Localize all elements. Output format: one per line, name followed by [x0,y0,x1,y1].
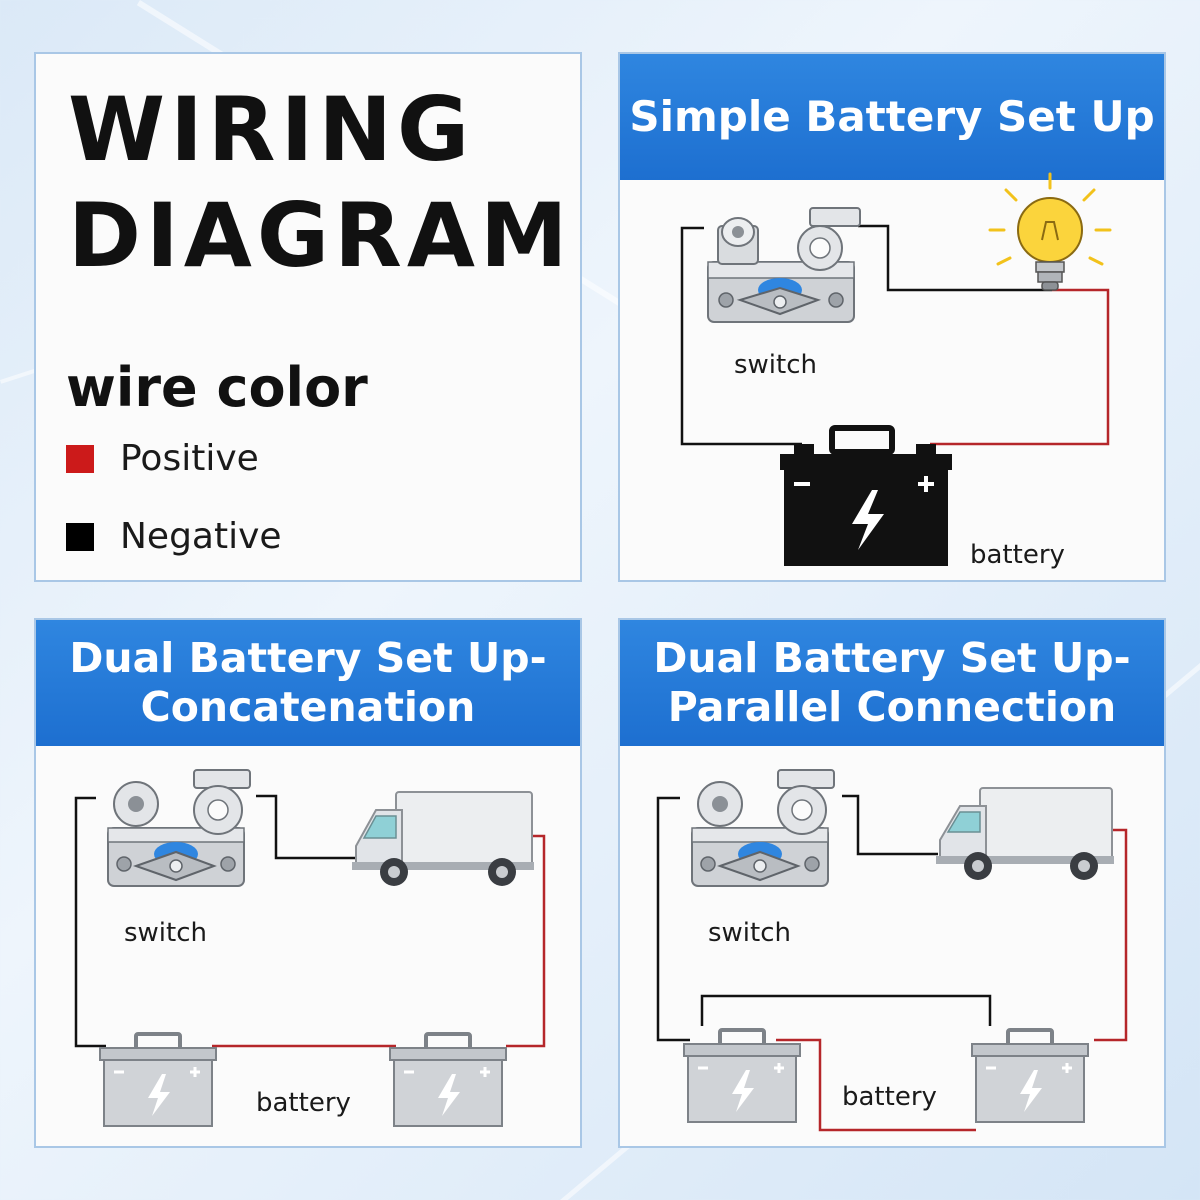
parallel-diagram [656,769,1128,1132]
legend-heading: wire color [66,356,368,419]
legend-label-positive: Positive [120,438,259,479]
battery-icon [99,1032,217,1127]
truck-icon [936,787,1114,880]
parallel-banner: Dual Battery Set Up- Parallel Connection [620,620,1164,746]
diagram-title-line2: DIAGRAM [68,184,573,287]
positive-swatch [66,444,94,473]
simple-battery-label: battery [970,540,1065,570]
switch-icon [107,769,251,887]
concatenation-battery-label: battery [256,1088,351,1118]
concatenation-title-line2: Concatenation [140,683,476,731]
simple-setup-banner: Simple Battery Set Up [620,54,1164,180]
negative-wire [858,224,1052,292]
negative-wire [680,226,802,446]
simple-setup-panel: Simple Battery Set Up [618,52,1166,582]
legend-item-negative: Negative [66,516,282,557]
positive-wire [506,834,546,1048]
parallel-battery-label: battery [842,1082,937,1112]
parallel-title-line2: Parallel Connection [667,683,1117,731]
concatenation-banner: Dual Battery Set Up- Concatenation [36,620,580,746]
parallel-title-line1: Dual Battery Set Up- [653,633,1131,682]
parallel-switch-label: switch [708,918,792,948]
negative-wire [842,794,938,856]
concatenation-title-line1: Dual Battery Set Up- [69,633,547,682]
concatenation-diagram [74,769,546,1127]
negative-wire [256,794,356,860]
light-bulb-icon [988,172,1112,291]
concatenation-panel: Dual Battery Set Up- Concatenation [34,618,582,1148]
parallel-panel: Dual Battery Set Up- Parallel Connection [618,618,1166,1148]
legend-item-positive: Positive [66,438,259,479]
switch-icon [691,769,835,887]
simple-setup-title: Simple Battery Set Up [629,91,1155,141]
simple-switch-label: switch [734,350,818,380]
negative-wire [656,796,690,1042]
battery-icon [971,1028,1089,1123]
negative-wire [74,796,106,1048]
switch-icon [707,207,861,323]
simple-setup-diagram [680,172,1112,566]
battery-icon [683,1028,801,1123]
positive-wire [1094,828,1128,1042]
negative-swatch [66,522,94,551]
positive-wire [776,1038,976,1132]
positive-wire [930,288,1110,446]
truck-icon [352,791,534,886]
battery-icon [389,1032,507,1127]
legend-label-negative: Negative [120,516,282,557]
negative-wire [700,994,992,1026]
diagram-title-line1: WIRING [68,78,475,181]
legend-panel: WIRING DIAGRAM wire color Positive Negat… [34,52,582,582]
battery-icon [780,425,952,566]
concatenation-switch-label: switch [124,918,208,948]
